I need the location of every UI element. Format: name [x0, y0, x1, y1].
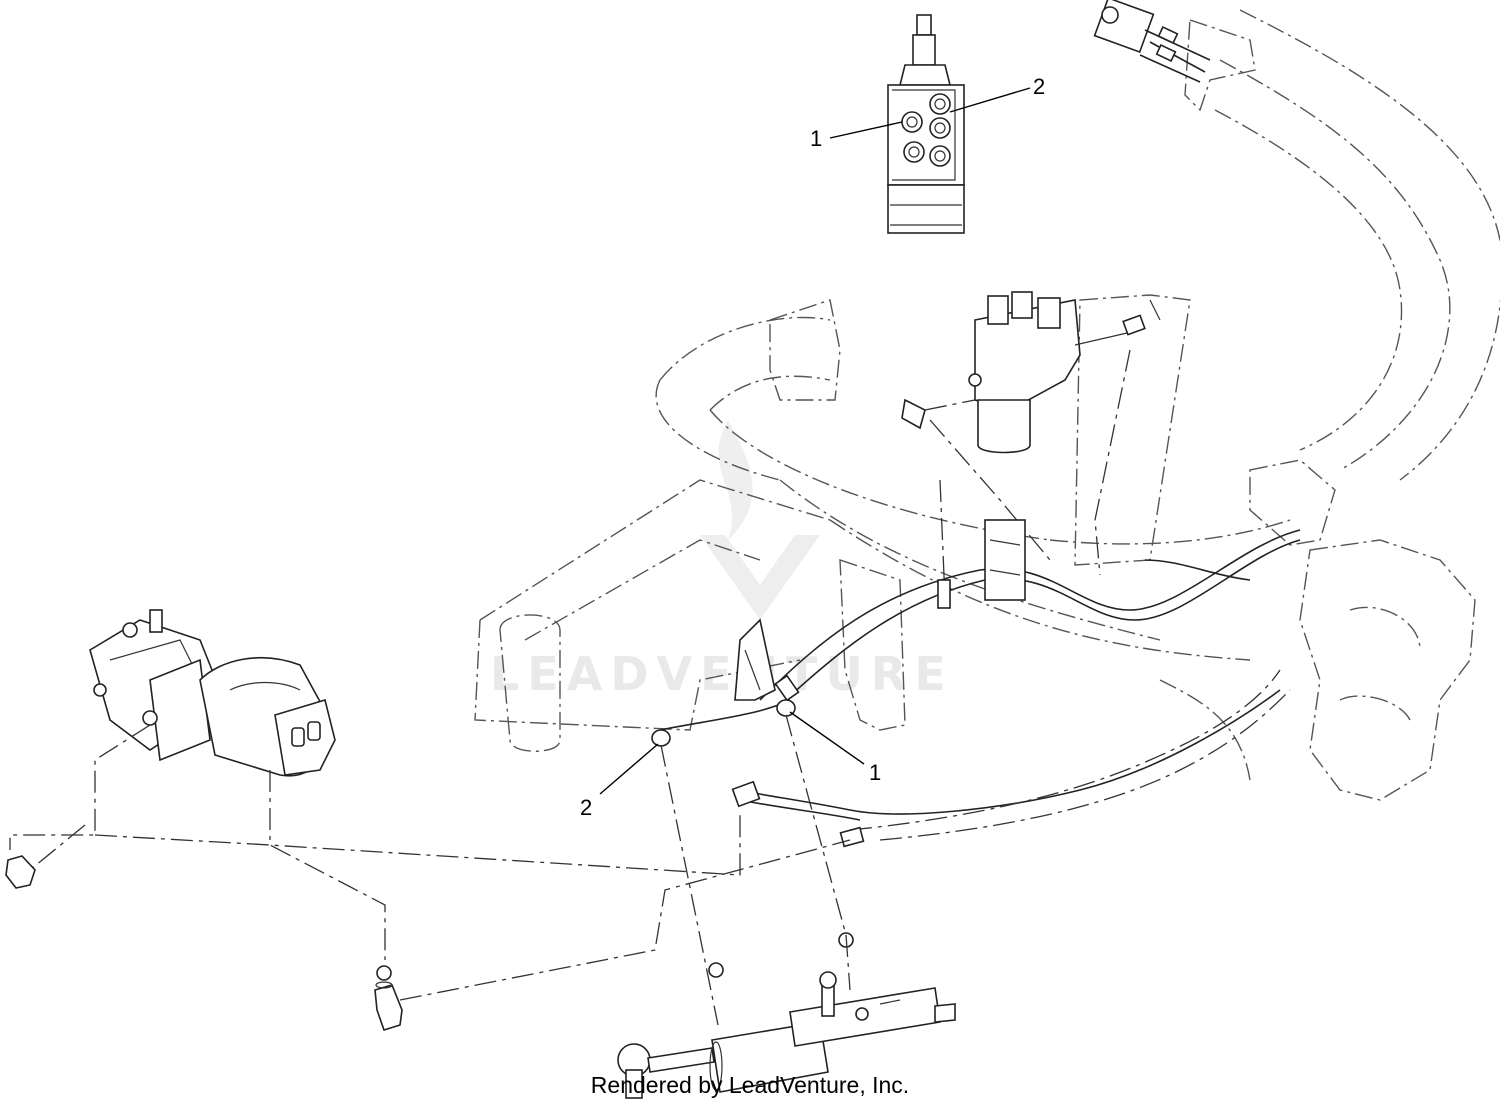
steering-control-unit-top [887, 14, 965, 234]
watermark-text: LEADVENTURE [490, 647, 954, 701]
chassis-frame [474, 9, 1500, 801]
leader-1-top [829, 121, 903, 139]
hose-bracket [734, 618, 776, 701]
leader-lines [599, 87, 1031, 795]
leader-2-top [949, 87, 1031, 113]
fittings [376, 699, 854, 981]
callout-2-bottom: 2 [580, 795, 592, 820]
leader-1-bottom [789, 711, 865, 765]
elbow-fittings [5, 855, 403, 1031]
steering-column-fittings [1093, 0, 1211, 83]
watermark: LEADVENTURE [490, 420, 954, 701]
hydraulic-pump-left [89, 609, 336, 777]
callout-1-top: 1 [810, 126, 822, 151]
leader-2-bottom [599, 743, 659, 795]
steering-valve-middle [901, 291, 1161, 576]
steering-cylinder [617, 971, 956, 1099]
callout-2-top: 2 [1033, 74, 1045, 99]
routing-lines [9, 714, 851, 1026]
callout-labels: 1 2 1 2 [580, 74, 1045, 820]
callout-1-bottom: 1 [869, 760, 881, 785]
footer-credit: Rendered by LeadVenture, Inc. [590, 1072, 910, 1098]
